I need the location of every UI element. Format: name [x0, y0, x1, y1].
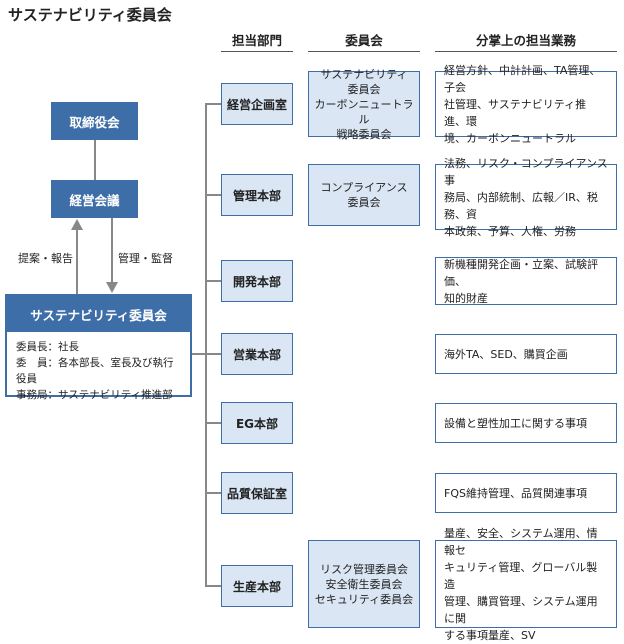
branch-4	[205, 422, 221, 424]
dept-box: 経営企画室	[221, 83, 293, 125]
dept-box: EG本部	[221, 402, 293, 444]
sustainability-committee-title: サステナビリティ委員会	[7, 296, 190, 332]
board-council-connector	[94, 140, 96, 180]
duties-box: 設備と塑性加工に関する事項	[435, 403, 617, 443]
header-committee: 委員会	[345, 33, 383, 48]
branch-2	[205, 280, 221, 282]
dept-box: 営業本部	[221, 333, 293, 375]
up-arrow	[71, 219, 83, 294]
management-council-box: 経営会議	[51, 180, 138, 218]
branch-1	[205, 194, 221, 196]
header-duties: 分掌上の担当業務	[475, 33, 576, 48]
duties-box: FQS維持管理、品質関連事項	[435, 473, 617, 513]
dept-box: 品質保証室	[221, 472, 293, 514]
header-dept-rule	[221, 51, 293, 52]
committee-box: リスク管理委員会 安全衛生委員会 セキュリティ委員会	[308, 540, 420, 628]
branch-3	[205, 353, 221, 355]
arrow-label-down: 管理・監督	[118, 252, 173, 265]
header-committee-rule	[308, 51, 420, 52]
branch-0	[205, 103, 221, 105]
arrow-label-up: 提案・報告	[18, 252, 73, 265]
committee-box: サステナビリティ 委員会 カーボンニュートラル 戦略委員会	[308, 68, 420, 141]
header-dept: 担当部門	[231, 33, 282, 48]
sustainability-committee-members: 委員長：社長 委 員：各本部長、室長及び執行役員 事務局：サステナビリティ推進部	[7, 332, 190, 410]
member-line: 委員長：社長	[16, 341, 79, 353]
duties-box: 法務、リスク・コンプライアンス事 務局、内部統制、広報／IR、税務、資 本政策、…	[435, 157, 617, 238]
page-title: サステナビリティ委員会	[8, 6, 172, 24]
duties-box: 海外TA、SED、購買企画	[435, 334, 617, 374]
report-arrows	[71, 218, 118, 294]
committee-box: コンプライアンス 委員会	[308, 164, 420, 226]
sustainability-committee-box: サステナビリティ委員会 委員長：社長 委 員：各本部長、室長及び執行役員 事務局…	[5, 294, 192, 401]
board-box: 取締役会	[51, 102, 138, 140]
duties-box: 経営方針、中計計画、TA管理、子会 社管理、サステナビリティ推進、環 境、カーボ…	[435, 64, 617, 145]
dept-tree-trunk	[205, 103, 207, 586]
dept-box: 管理本部	[221, 174, 293, 216]
sus-tree-stub	[192, 353, 206, 355]
duties-box: 量産、安全、システム運用、情報セ キュリティ管理、グローバル製造 管理、購買管理…	[435, 527, 617, 642]
duties-box: 新機種開発企画・立案、試験評価、 知的財産	[435, 257, 617, 305]
branch-5	[205, 492, 221, 494]
branch-6	[205, 585, 221, 587]
member-line: 事務局：サステナビリティ推進部	[16, 389, 173, 401]
header-duties-rule	[435, 51, 617, 52]
dept-box: 開発本部	[221, 260, 293, 302]
dept-box: 生産本部	[221, 565, 293, 607]
down-arrow	[106, 218, 118, 293]
member-line: 委 員：各本部長、室長及び執行役員	[16, 357, 174, 385]
